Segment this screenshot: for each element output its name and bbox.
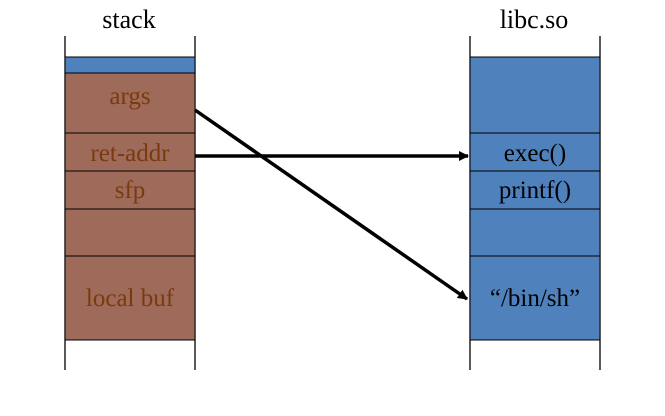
libc-segment-top (469, 56, 601, 134)
stack-segment-args (64, 72, 196, 134)
libc-title: libc.so (500, 5, 569, 34)
stack-label-ret-addr: ret-addr (90, 140, 170, 167)
libc-segment-exec (469, 132, 601, 172)
stack-label-sfp: sfp (115, 177, 146, 204)
stack-title: stack (102, 5, 155, 34)
libc-column: exec() printf() “/bin/sh” (469, 56, 601, 341)
stack-label-args: args (109, 83, 150, 110)
stack-segment-local-buf (64, 255, 196, 341)
libc-label-binsh: “/bin/sh” (490, 285, 580, 312)
libc-segment-printf (469, 170, 601, 210)
stack-label-local-buf: local buf (86, 285, 175, 312)
stack-top-strip (64, 56, 196, 74)
arrow-args-to-binsh (194, 108, 468, 301)
stack-column: args ret-addr sfp local buf (64, 56, 196, 341)
libc-label-exec: exec() (504, 140, 566, 167)
libc-segment-binsh (469, 255, 601, 341)
libc-label-printf: printf() (499, 177, 571, 204)
stack-segment-sfp (64, 170, 196, 210)
libc-segment-empty (469, 208, 601, 257)
stack-segment-empty (64, 208, 196, 257)
